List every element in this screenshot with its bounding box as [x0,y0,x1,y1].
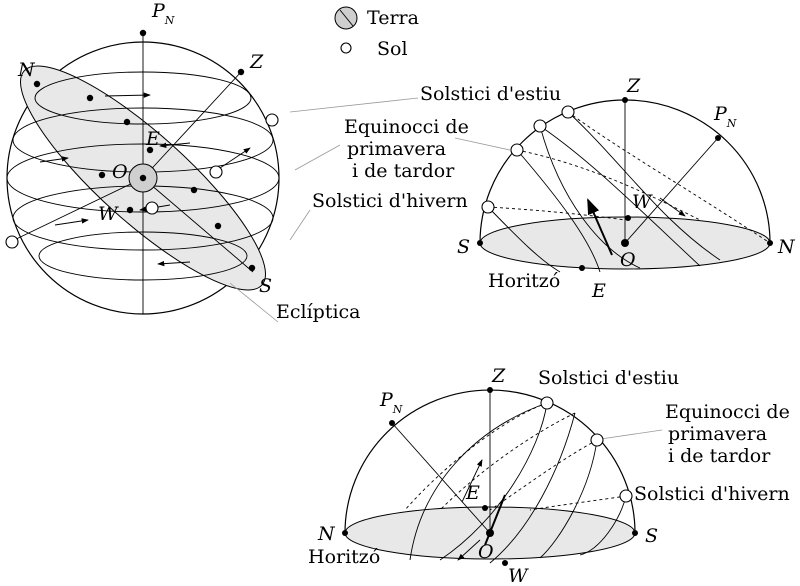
ecliptic-label: Eclíptica [276,301,361,323]
dome-bottom-summer: Solstici d'estiu [538,367,679,389]
zenith-line [142,71,242,179]
dome-bottom-zenith: Z [491,365,506,387]
south-label: S [259,275,272,297]
horizon-line [9,177,144,243]
legend: Terra Sol [334,6,419,60]
dome-right-pole: PN [713,103,737,130]
summer-label: Solstici d'estiu [420,83,561,105]
zenith-south-line [142,177,254,273]
dome-right-zenith: Z [626,75,641,97]
sun-left-icon [5,235,19,249]
dome-right: Z PN S N O E W Horitzó [457,75,796,302]
origin-point [139,174,147,182]
dome-right-south: S [457,236,470,258]
west-label: W [98,203,119,225]
legend-sun: Sol [377,38,408,60]
equinox-label-3: i de tardor [352,160,455,182]
dome-bottom-north: N [317,523,336,545]
dome-bottom-horizon: Horitzó [308,546,380,568]
dome-bottom-equinox-3: i de tardor [668,445,771,467]
dome-right-west: W [632,191,653,213]
dome-bottom-equinox-2: primavera [668,423,767,445]
dome-right-east: E [591,280,606,302]
dome-bottom-equinox-1: Equinocci de [665,401,790,423]
dome-bottom-winter: Solstici d'hivern [634,483,790,505]
dome-bottom-pole: PN [379,389,403,416]
dome-bottom-origin: O [478,541,494,563]
east-label: E [145,128,160,150]
celestial-sphere: PN N Z E O W S [5,0,280,315]
dome-right-origin: O [620,249,636,271]
origin-label: O [112,161,128,183]
winter-label: Solstici d'hivern [312,190,468,212]
sun-equinox-icon [209,165,223,179]
dome-bottom-west: W [508,565,529,586]
sun-legend-icon [340,42,352,54]
equinox-label-2: primavera [347,138,446,160]
dome-right-horizon: Horitzó [488,270,560,292]
dome-bottom-east: E [465,482,480,504]
pole-label: PN [151,0,175,27]
equinox-label-1: Equinocci de [344,116,469,138]
sun-winter-icon [145,201,159,215]
dome-bottom-south: S [645,525,658,547]
legend-earth: Terra [367,7,419,29]
sun-summer-icon [265,113,279,127]
north-label: N [17,59,36,81]
dome-right-north: N [777,236,796,258]
zenith-label: Z [249,51,264,73]
dome-bottom: Z PN N S O W E Solstici d'estiu Equinocc… [308,365,790,586]
